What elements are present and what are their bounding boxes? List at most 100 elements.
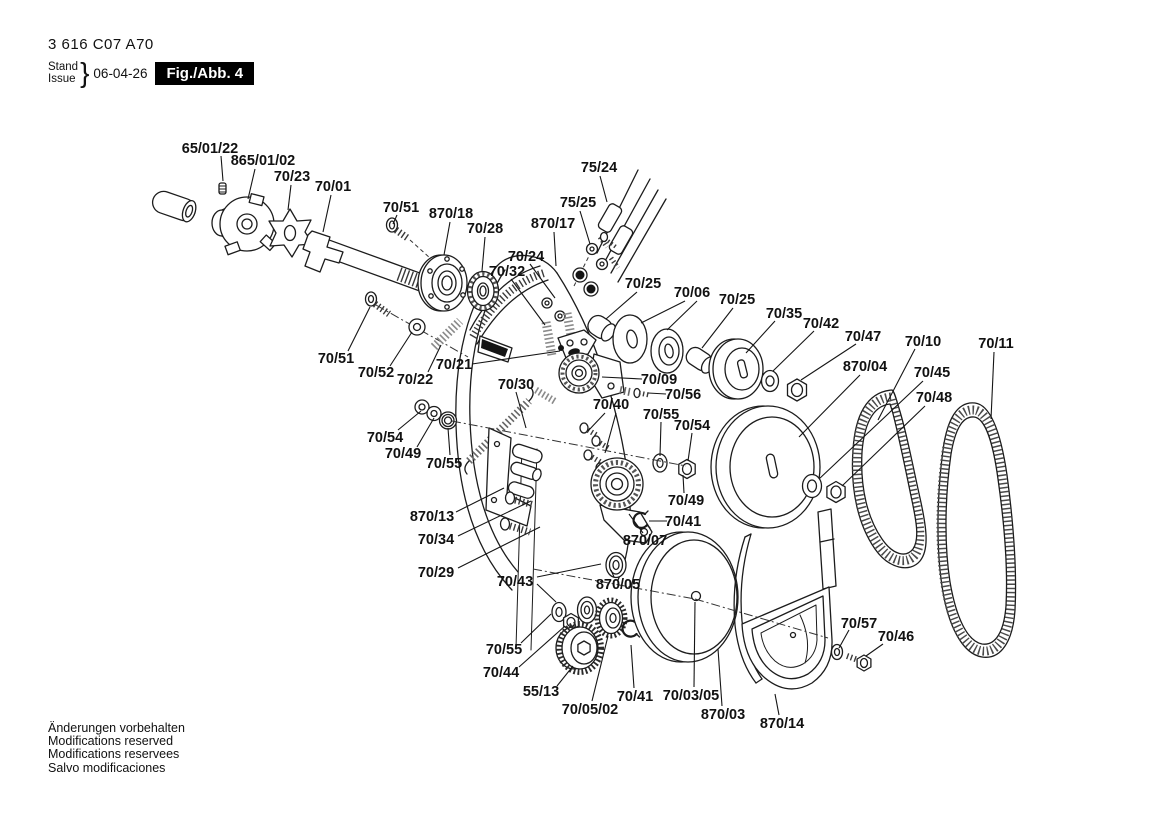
part-roller-pin bbox=[151, 190, 197, 223]
part-label-70-01-3: 70/01 bbox=[315, 179, 351, 195]
part-label-70-54-33: 70/54 bbox=[367, 430, 403, 446]
part-pulley-chain-70-25-70-06 bbox=[587, 314, 716, 374]
part-label-70-42-16: 70/42 bbox=[803, 316, 839, 332]
leader-line bbox=[579, 210, 591, 245]
part-label-870-18-5: 870/18 bbox=[429, 206, 473, 222]
leader-line bbox=[865, 643, 884, 657]
leader-line bbox=[553, 231, 557, 267]
part-circlip-70-41-mid bbox=[632, 510, 651, 529]
part-label-55-13-46: 55/13 bbox=[523, 684, 559, 700]
part-label-70-25-12: 70/25 bbox=[625, 276, 661, 292]
leader-line bbox=[416, 417, 435, 448]
leader-line bbox=[481, 236, 486, 272]
part-flanged-washer-70-43 bbox=[576, 596, 598, 624]
leader-line bbox=[798, 374, 861, 438]
leader-line bbox=[687, 432, 693, 462]
leader-line bbox=[389, 331, 413, 367]
part-set-screw-65-01-22 bbox=[218, 182, 227, 195]
part-label-870-07-41: 870/07 bbox=[623, 533, 667, 549]
leader-line bbox=[471, 350, 561, 365]
leader-line bbox=[604, 412, 617, 454]
leader-line bbox=[220, 155, 224, 182]
revision-line-de: Änderungen vorbehalten bbox=[48, 721, 185, 735]
leader-line bbox=[717, 648, 723, 707]
leader-line bbox=[601, 376, 643, 380]
leader-line bbox=[427, 344, 442, 373]
part-label-70-06-13: 70/06 bbox=[674, 285, 710, 301]
leader-line bbox=[640, 300, 686, 324]
part-cables-75-24-75-25 bbox=[573, 169, 667, 287]
part-cable-adjusters bbox=[541, 231, 618, 322]
part-label-70-55-35: 70/55 bbox=[426, 456, 462, 472]
part-label-70-10-18: 70/10 bbox=[905, 334, 941, 350]
leader-line bbox=[457, 526, 541, 569]
part-belt-70-10 bbox=[851, 389, 927, 569]
leader-line bbox=[682, 474, 685, 494]
part-spring-screw-70-56 bbox=[619, 386, 650, 399]
part-label-70-47-17: 70/47 bbox=[845, 329, 881, 345]
part-label-70-29-38: 70/29 bbox=[418, 565, 454, 581]
part-star-washer-70-23 bbox=[268, 208, 314, 258]
part-washer-70-55-bottom bbox=[551, 601, 567, 623]
part-pulley-70-03-05 bbox=[630, 531, 739, 663]
leader-line bbox=[347, 306, 371, 352]
part-label-70-45-21: 70/45 bbox=[914, 365, 950, 381]
leader-line bbox=[599, 175, 608, 203]
part-label-70-49-43: 70/49 bbox=[668, 493, 704, 509]
leader-line bbox=[628, 513, 644, 534]
part-label-70-44-45: 70/44 bbox=[483, 665, 519, 681]
part-label-70-48-22: 70/48 bbox=[916, 390, 952, 406]
part-label-70-34-37: 70/34 bbox=[418, 532, 454, 548]
leader-line bbox=[587, 412, 606, 432]
leader-line bbox=[247, 168, 256, 200]
part-label-70-32-11: 70/32 bbox=[489, 264, 525, 280]
leader-line bbox=[287, 184, 292, 211]
leader-line bbox=[659, 421, 662, 457]
stand-issue-labels: Stand Issue bbox=[48, 61, 78, 86]
part-cover-870-14 bbox=[741, 508, 837, 690]
part-label-70-11-19: 70/11 bbox=[978, 336, 1014, 352]
part-screw-70-34 bbox=[504, 491, 535, 509]
part-bolt-70-46 bbox=[845, 653, 872, 672]
document-number: 3 616 C07 A70 bbox=[48, 36, 154, 53]
leader-line bbox=[447, 427, 451, 456]
part-tensioner-870-07 bbox=[590, 457, 653, 544]
part-label-70-51-4: 70/51 bbox=[383, 200, 419, 216]
leader-line bbox=[800, 343, 857, 381]
revision-line-fr: Modifications reservees bbox=[48, 747, 180, 762]
header: 3 616 C07 A70 Stand Issue } 06-04-26 Fig… bbox=[48, 36, 255, 87]
leader-line bbox=[877, 348, 916, 421]
leader-line bbox=[536, 563, 602, 578]
part-label-70-40-30: 70/40 bbox=[593, 397, 629, 413]
part-label-70-46-53: 70/46 bbox=[878, 629, 914, 645]
leader-line bbox=[666, 300, 698, 331]
stand-label: Stand bbox=[48, 60, 79, 73]
part-label-870-03-50: 870/03 bbox=[701, 707, 745, 723]
part-gear-55-13 bbox=[555, 621, 604, 675]
leader-line bbox=[990, 351, 995, 420]
part-label-70-30-27: 70/30 bbox=[498, 377, 534, 393]
part-label-70-22-25: 70/22 bbox=[397, 372, 433, 388]
part-label-870-05-40: 870/05 bbox=[596, 577, 640, 593]
part-label-70-23-2: 70/23 bbox=[274, 169, 310, 185]
part-label-70-41-42: 70/41 bbox=[665, 514, 701, 530]
part-spring-70-22 bbox=[430, 317, 464, 351]
leader-line bbox=[772, 330, 815, 372]
part-label-70-54-32: 70/54 bbox=[674, 418, 710, 434]
part-label-75-25-9: 75/25 bbox=[560, 195, 596, 211]
issue-row: Stand Issue } 06-04-26 Fig./Abb. 4 bbox=[48, 59, 255, 87]
part-label-70-09-28: 70/09 bbox=[641, 372, 677, 388]
part-label-70-41-48: 70/41 bbox=[617, 689, 653, 705]
part-washer-70-45 bbox=[801, 473, 823, 499]
part-nut-70-54-center bbox=[678, 458, 696, 480]
leader-line bbox=[591, 635, 609, 702]
part-label-70-21-26: 70/21 bbox=[436, 357, 472, 373]
part-washer-70-55-center bbox=[652, 453, 668, 473]
revision-line-es: Salvo modificaciones bbox=[48, 760, 166, 775]
part-nut-70-48 bbox=[826, 480, 846, 504]
part-pulley-70-35 bbox=[708, 338, 764, 400]
leader-line bbox=[693, 601, 696, 688]
part-idler-pulley-70-09 bbox=[558, 352, 625, 399]
part-label-70-55-44: 70/55 bbox=[486, 642, 522, 658]
